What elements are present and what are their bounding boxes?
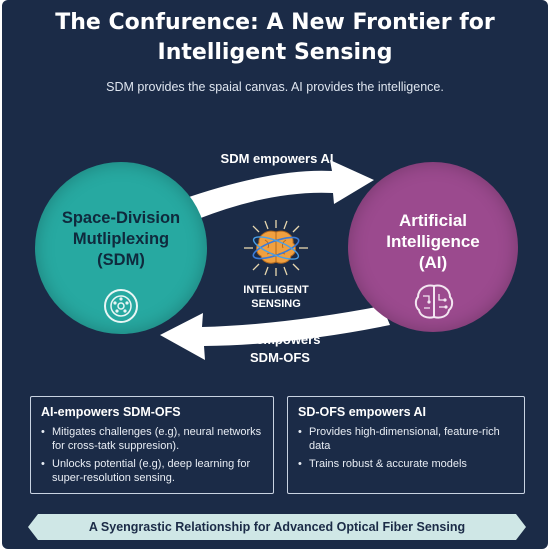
subtitle: SDM provides the spaial canvas. AI provi… [106,80,444,94]
brain-circuit-icon [414,284,454,319]
ai-empowers-sdm-box: AI-empowers SDM-OFS Mitigates challenges… [30,396,274,494]
box-right-heading: SD-OFS empowers AI [298,405,427,419]
center-line1: INTELIGENT [243,284,309,296]
sdm-empowers-ai-box: SD-OFS empowers AI Provides high-dimensi… [287,396,525,494]
intelligent-sensing-label: INTELIGENT SENSING [224,283,328,311]
list-item: Unlocks potential (e.g), deep learning f… [41,457,265,485]
ai-circle: Artificial Intelligence (AI) [348,162,518,332]
sdm-line1: Space-Division [61,209,181,227]
ai-circle-label: Artificial Intelligence (AI) [348,210,518,273]
title-line-1: The Confurence: A New Frontier for [55,10,495,35]
sdm-circle: Space-Division Mutliplexing (SDM) [35,162,207,334]
banner-text: A Syengrastic Relationship for Advanced … [88,520,466,534]
arrow-bottom-label: AI empowers SDM-OFS [220,331,340,367]
ai-line3: (AI) [418,253,448,272]
box-left-heading: AI-empowers SDM-OFS [41,405,181,419]
brain-burst-icon [244,220,308,276]
box-right-list: Provides high-dimensional, feature-rich … [298,425,516,475]
ai-line1: Artificial [398,211,468,230]
arrow-right-shape [180,160,374,219]
title-line-2: Intelligent Sensing [157,40,393,65]
list-item: Provides high-dimensional, feature-rich … [298,425,516,453]
center-line2: SENSING [251,298,301,310]
sdm-circle-label: Space-Division Mutliplexing (SDM) [35,208,207,271]
arrow-left-shape [160,306,390,360]
optical-fiber-icon [104,289,138,323]
arrow-bottom-label-line2: SDM-OFS [250,350,310,365]
arrow-bottom-label-line1: AI empowers [239,332,321,347]
sdm-line3: (SDM) [97,251,145,269]
sdm-line2: Mutliplexing [72,230,170,248]
list-item: Mitigates challenges (e.g), neural netwo… [41,425,265,453]
box-left-list: Mitigates challenges (e.g), neural netwo… [41,425,265,489]
ai-line2: Intelligence [386,232,480,251]
arrow-top-label: SDM empowers AI [220,151,334,166]
list-item: Trains robust & accurate models [298,457,516,471]
bottom-banner: A Syengrastic Relationship for Advanced … [28,514,526,540]
banner-ribbon-shape [28,514,526,540]
